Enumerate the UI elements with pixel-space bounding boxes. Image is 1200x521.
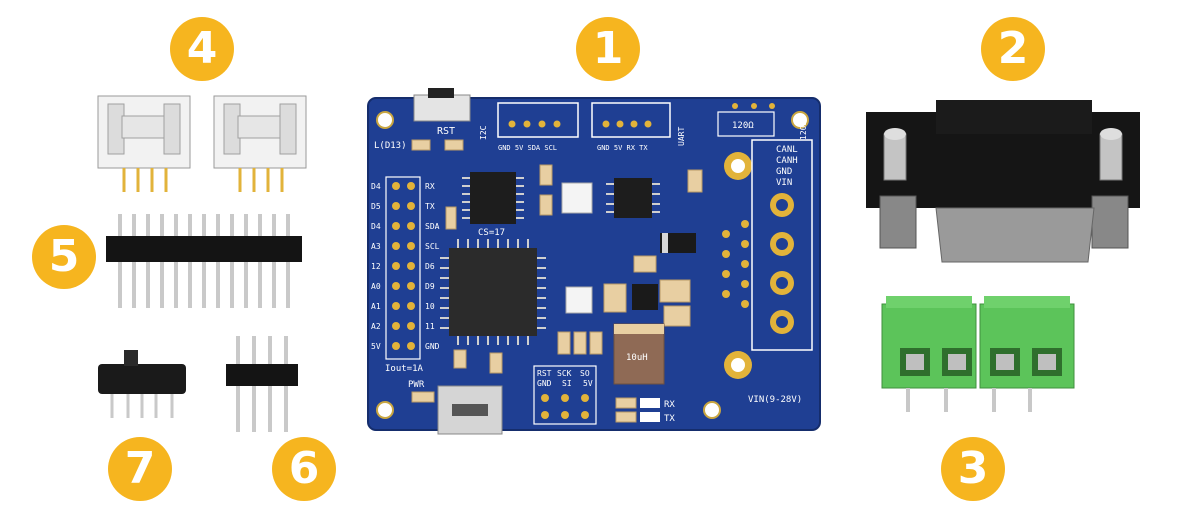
- left-pin-5: A0: [371, 282, 381, 291]
- right-pin-0: RX: [425, 182, 435, 191]
- left-pin-6: A1: [371, 302, 381, 311]
- badge-3: 3: [941, 437, 1005, 501]
- db9-pads: [722, 220, 749, 308]
- left-pin-1: D5: [371, 202, 381, 211]
- can-pin-1: CANH: [776, 156, 798, 166]
- badge-7: 7: [108, 437, 172, 501]
- iout-label: Iout=1A: [385, 364, 424, 374]
- right-pin-6: 10: [425, 302, 435, 311]
- badge-2: 2: [981, 17, 1045, 81]
- badge-1: 1: [576, 17, 640, 81]
- left-header-pads: [392, 182, 415, 350]
- i2c-pin-labels: GND 5V SDA SCL: [498, 144, 557, 152]
- right-pin-4: D6: [425, 262, 435, 271]
- uart-pin-labels: GND 5V RX TX: [597, 144, 648, 152]
- led-label: L(D13): [374, 141, 407, 151]
- i2c-connector-outline: [497, 102, 579, 138]
- jst-connector-right: [213, 95, 307, 192]
- right-pin-7: 11: [425, 322, 435, 331]
- can-transceiver-chip: [462, 172, 524, 224]
- spi-top-0: RST: [537, 369, 552, 378]
- right-pin-8: GND: [425, 342, 440, 351]
- i2c-tag: I2C: [479, 125, 488, 140]
- spi-top-1: SCK: [557, 369, 572, 378]
- jst-connector-left: [97, 95, 191, 192]
- spi-bottom-1: SI: [562, 379, 572, 388]
- right-pin-1: TX: [425, 202, 435, 211]
- spi-top-2: SO: [580, 369, 590, 378]
- uart-tag: UART: [677, 127, 686, 146]
- left-pin-0: D4: [371, 182, 381, 191]
- inductor: [613, 323, 665, 385]
- right-pin-2: SDA: [425, 222, 440, 231]
- resistor-120-label: 120Ω: [732, 121, 754, 131]
- can-controller-chip: [606, 178, 660, 218]
- vin-label: VIN(9-28V): [748, 395, 802, 405]
- pwr-label: PWR: [408, 380, 425, 390]
- can-pin-3: VIN: [776, 178, 792, 188]
- right-pin-3: SCL: [425, 242, 440, 251]
- badge-4: 4: [170, 17, 234, 81]
- left-pin-7: A2: [371, 322, 381, 331]
- rx-led-label: RX: [664, 400, 675, 410]
- can-pin-2: GND: [776, 167, 792, 177]
- left-pin-3: A3: [371, 242, 381, 251]
- badge-6: 6: [272, 437, 336, 501]
- rst-label: RST: [437, 126, 455, 137]
- cs-label: CS=17: [478, 228, 505, 238]
- spi-bottom-0: GND: [537, 379, 552, 388]
- left-pin-2: D4: [371, 222, 381, 231]
- left-pin-8: 5V: [371, 342, 381, 351]
- reset-switch: [413, 88, 471, 122]
- usb-connector: [437, 385, 503, 435]
- resistor-120-side-label: 120Ω: [799, 121, 808, 140]
- spi-bottom-2: 5V: [583, 379, 593, 388]
- left-pin-4: 12: [371, 262, 381, 271]
- can-pin-0: CANL: [776, 145, 798, 155]
- inductor-label: 10uH: [626, 353, 648, 363]
- right-pin-5: D9: [425, 282, 435, 291]
- uart-connector-outline: [591, 102, 671, 138]
- screw-terminal-pads: [770, 193, 794, 334]
- mcu-chip: [440, 239, 546, 345]
- badge-5: 5: [32, 225, 96, 289]
- tx-led-label: TX: [664, 414, 675, 424]
